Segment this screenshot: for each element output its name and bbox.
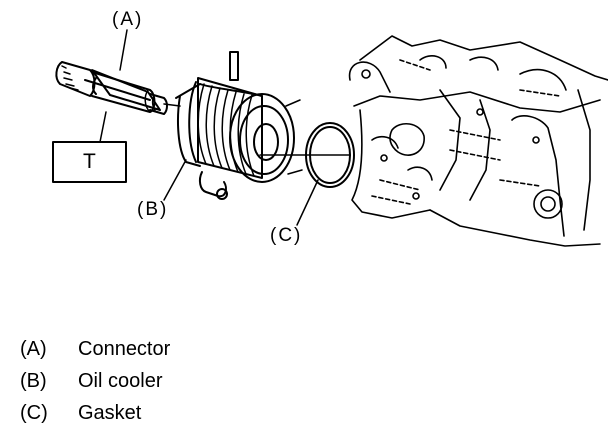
- leader-lines: [99, 29, 351, 226]
- oil-cooler-part: [175, 51, 303, 200]
- tool-box: [52, 141, 127, 183]
- callout-c-label: (C): [270, 225, 303, 246]
- gasket-part: [305, 122, 355, 188]
- legend-key-b: (B): [20, 370, 47, 392]
- callout-b-label: (B): [137, 199, 169, 220]
- legend-text-oil-cooler: Oil cooler: [78, 370, 163, 392]
- legend-key-c: (C): [20, 402, 48, 424]
- legend-key-a: (A): [20, 338, 47, 360]
- engine-block: [348, 35, 608, 247]
- tool-t-label: T: [83, 150, 98, 173]
- legend-text-connector: Connector: [78, 338, 171, 360]
- legend-text-gasket: Gasket: [78, 402, 142, 424]
- callout-a-label: (A): [112, 9, 144, 30]
- connector-part: [55, 61, 181, 115]
